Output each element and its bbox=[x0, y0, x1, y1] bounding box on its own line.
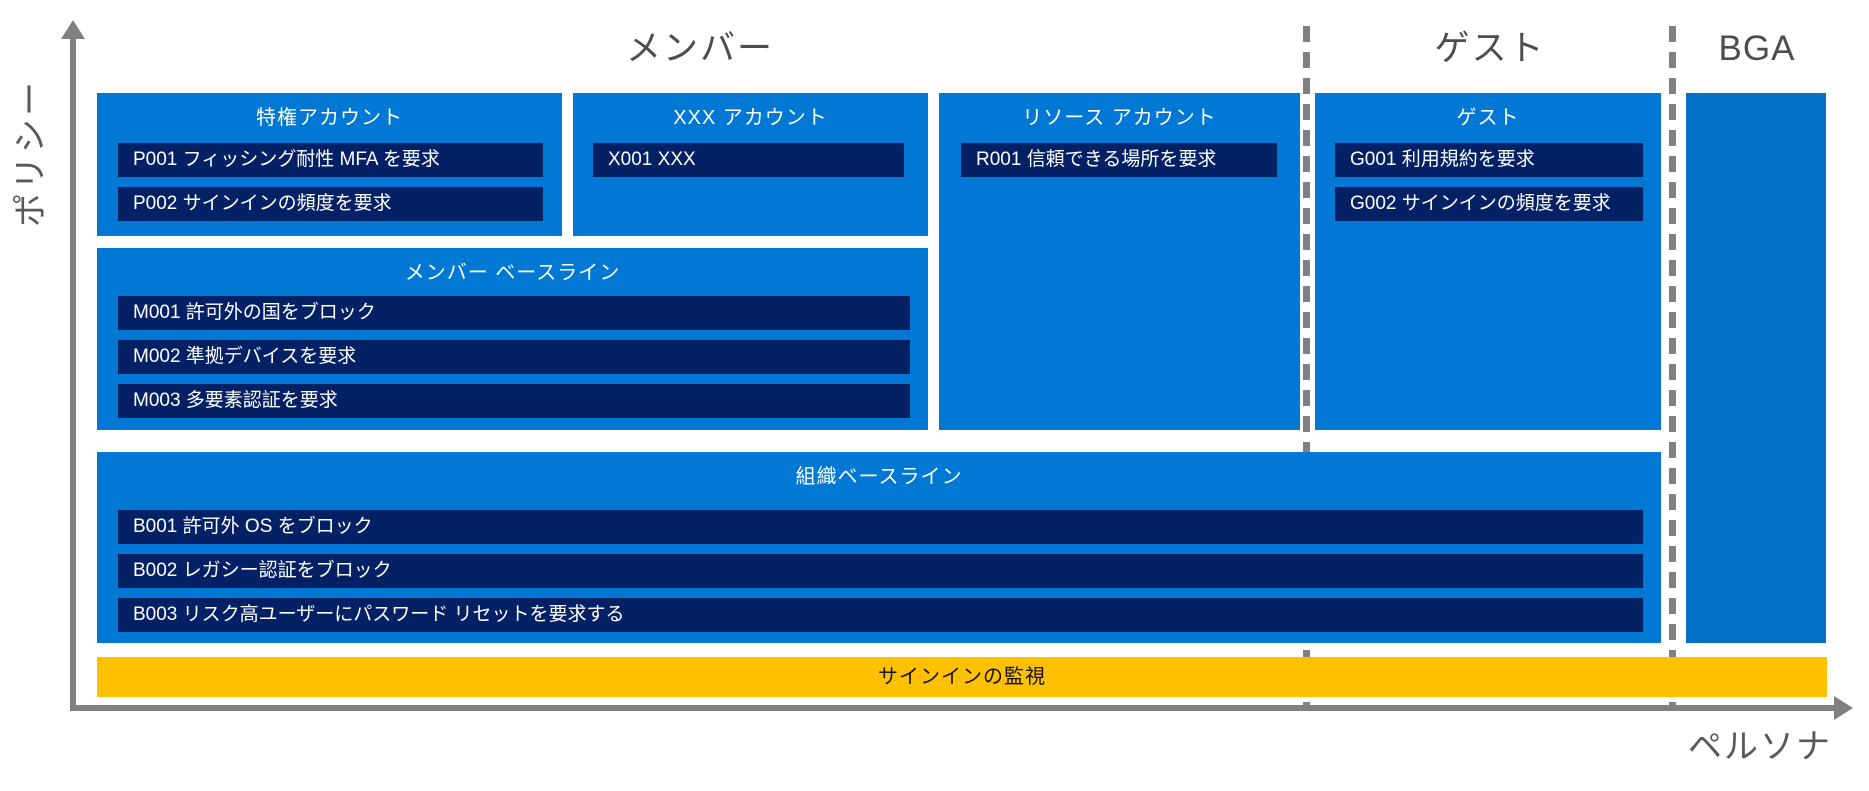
separator-member-guest bbox=[1303, 26, 1310, 706]
policy-bar-p002: P002 サインインの頻度を要求 bbox=[118, 187, 543, 221]
group-xxx-accounts: XXX アカウント X001 XXX bbox=[573, 93, 928, 236]
column-header-guest: ゲスト bbox=[1434, 29, 1546, 68]
y-axis-line bbox=[70, 36, 76, 708]
separator-guest-bga bbox=[1669, 26, 1676, 706]
policy-bar-b003: B003 リスク高ユーザーにパスワード リセットを要求する bbox=[118, 598, 1643, 632]
policy-bar-m001: M001 許可外の国をブロック bbox=[118, 296, 910, 330]
policy-bar-m003: M003 多要素認証を要求 bbox=[118, 384, 910, 418]
policy-bar-p001: P001 フィッシング耐性 MFA を要求 bbox=[118, 143, 543, 177]
group-org-baseline: 組織ベースライン B001 許可外 OS をブロック B002 レガシー認証をブ… bbox=[97, 452, 1661, 643]
group-resource-accounts: リソース アカウント R001 信頼できる場所を要求 bbox=[939, 93, 1300, 430]
group-title: ゲスト bbox=[1456, 107, 1520, 129]
policy-bar-x001: X001 XXX bbox=[593, 143, 904, 177]
y-axis-arrow-up-icon bbox=[61, 20, 85, 39]
y-axis-label: ポリシー bbox=[12, 79, 50, 227]
group-title: XXX アカウント bbox=[673, 107, 828, 129]
group-privileged-accounts: 特権アカウント P001 フィッシング耐性 MFA を要求 P002 サインイン… bbox=[97, 93, 562, 236]
group-bga bbox=[1686, 93, 1826, 643]
column-header-member: メンバー bbox=[625, 29, 774, 68]
x-axis-label: ペルソナ bbox=[1688, 728, 1832, 766]
column-header-bga: BGA bbox=[1718, 29, 1796, 68]
policy-bar-m002: M002 準拠デバイスを要求 bbox=[118, 340, 910, 374]
group-title: 特権アカウント bbox=[256, 107, 403, 129]
group-member-baseline: メンバー ベースライン M001 許可外の国をブロック M002 準拠デバイスを… bbox=[97, 248, 928, 430]
x-axis-line bbox=[70, 705, 1836, 711]
policy-bar-r001: R001 信頼できる場所を要求 bbox=[961, 143, 1277, 177]
signin-monitoring-bar: サインインの監視 bbox=[97, 657, 1827, 697]
group-title: リソース アカウント bbox=[1022, 107, 1217, 129]
policy-bar-b001: B001 許可外 OS をブロック bbox=[118, 510, 1643, 544]
group-title: 組織ベースライン bbox=[795, 466, 963, 488]
policy-bar-g002: G002 サインインの頻度を要求 bbox=[1335, 187, 1643, 221]
policy-bar-g001: G001 利用規約を要求 bbox=[1335, 143, 1643, 177]
x-axis-arrow-right-icon bbox=[1834, 696, 1853, 720]
policy-bar-b002: B002 レガシー認証をブロック bbox=[118, 554, 1643, 588]
group-guest: ゲスト G001 利用規約を要求 G002 サインインの頻度を要求 bbox=[1315, 93, 1661, 430]
group-title: メンバー ベースライン bbox=[404, 262, 621, 284]
